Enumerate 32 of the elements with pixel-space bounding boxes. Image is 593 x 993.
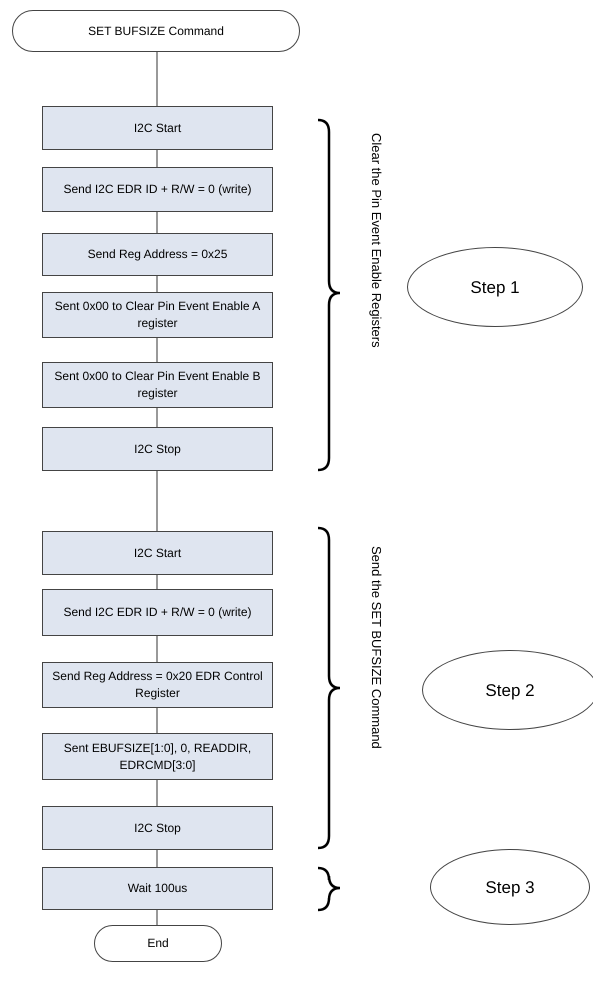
process-box: Sent 0x00 to Clear Pin Event Enable B register	[42, 362, 273, 408]
process-box: I2C Stop	[42, 806, 273, 850]
connector-line	[156, 636, 158, 662]
process-box: Send Reg Address = 0x20 EDR Control Register	[42, 662, 273, 708]
process-box: Send I2C EDR ID + R/W = 0 (write)	[42, 589, 273, 636]
process-box: Sent 0x00 to Clear Pin Event Enable A register	[42, 292, 273, 338]
process-box: I2C Start	[42, 106, 273, 150]
connector-line	[156, 850, 158, 868]
connector-line	[156, 780, 158, 806]
connector-line	[156, 338, 158, 362]
process-box: Send I2C EDR ID + R/W = 0 (write)	[42, 167, 273, 212]
connector-line	[156, 52, 158, 106]
process-box: Send Reg Address = 0x25	[42, 233, 273, 276]
terminal-shape: End	[94, 925, 222, 962]
bracket-label: Send the SET BUFSIZE Command	[369, 546, 384, 749]
connector-line	[156, 212, 158, 234]
step-ellipse: Step 1	[407, 247, 583, 327]
process-box: I2C Stop	[42, 427, 273, 471]
process-box: I2C Start	[42, 531, 273, 575]
connector-line	[156, 910, 158, 926]
connector-line	[156, 150, 158, 168]
process-box: Wait 100us	[42, 867, 273, 910]
connector-line	[156, 574, 158, 590]
step-ellipse: Step 3	[430, 849, 590, 925]
connector-line	[156, 470, 158, 532]
connector-line	[156, 276, 158, 292]
step-ellipse: Step 2	[422, 650, 593, 730]
terminal-shape: SET BUFSIZE Command	[12, 10, 300, 52]
connector-line	[156, 408, 158, 428]
process-box: Sent EBUFSIZE[1:0], 0, READDIR, EDRCMD[3:0]	[42, 733, 273, 780]
bracket-label: Clear the Pin Event Enable Registers	[369, 133, 384, 348]
connector-line	[156, 708, 158, 734]
